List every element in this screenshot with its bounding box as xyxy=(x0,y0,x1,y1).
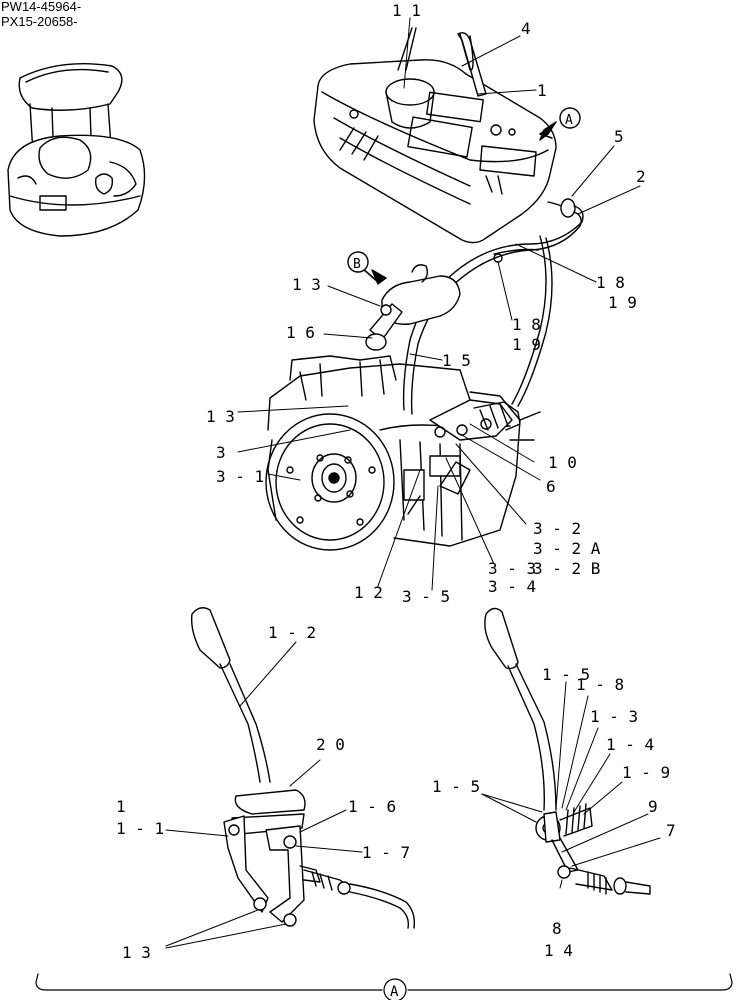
callout-5: 5 xyxy=(614,127,624,146)
callout-1-2: 1 - 2 xyxy=(268,623,316,642)
callout-10: 1 0 xyxy=(548,453,577,472)
callout-3-2a: 3 - 2 A xyxy=(533,539,601,558)
engine-assembly xyxy=(265,355,541,551)
callout-20: 2 0 xyxy=(316,735,345,754)
callout-13-upper: 1 3 xyxy=(292,275,321,294)
view-a-marker-top: A xyxy=(565,113,573,128)
callout-1-5-left: 1 - 5 xyxy=(432,777,480,796)
callout-18-right: 1 8 xyxy=(596,273,625,292)
callout-labels: 1 1 4 1 A 5 2 B 1 3 1 8 1 9 1 6 1 8 1 9 … xyxy=(116,1,676,1000)
travel-lever-right xyxy=(484,607,651,895)
callout-4: 4 xyxy=(521,19,531,38)
callout-3-3: 3 - 3 xyxy=(488,559,536,578)
callout-11: 1 1 xyxy=(392,1,421,20)
callout-12: 1 2 xyxy=(354,583,383,602)
callout-1: 1 xyxy=(537,81,547,100)
callout-3-2b: 3 - 2 B xyxy=(533,559,600,578)
callout-8: 8 xyxy=(552,919,562,938)
callout-1-1: 1 - 1 xyxy=(116,819,164,838)
callout-18-mid: 1 8 xyxy=(512,315,541,334)
cable-bracket-b xyxy=(365,264,461,351)
callout-1-9: 1 - 9 xyxy=(622,763,670,782)
callout-3-5: 3 - 5 xyxy=(402,587,450,606)
callout-1-8: 1 - 8 xyxy=(576,675,624,694)
callout-1-6: 1 - 6 xyxy=(348,797,396,816)
callout-3-4: 3 - 4 xyxy=(488,577,536,596)
callout-13-lower: 1 3 xyxy=(122,943,151,962)
callout-3-1: 3 - 1 xyxy=(216,467,264,486)
leader-lines xyxy=(165,17,661,949)
view-b-marker: B xyxy=(353,257,361,272)
view-a-marker-bottom: A xyxy=(390,984,399,1000)
callout-19-mid: 1 9 xyxy=(512,335,541,354)
serial-number-2: PX15-20658- xyxy=(1,14,78,29)
machine-thumbnail xyxy=(7,63,146,237)
callout-19-right: 1 9 xyxy=(608,293,637,312)
callout-2: 2 xyxy=(636,167,646,186)
callout-3: 3 xyxy=(216,443,226,462)
callout-1-5-top: 1 - 5 xyxy=(542,665,590,684)
serial-number-1: PW14-45964- xyxy=(1,0,82,14)
callout-14: 1 4 xyxy=(544,941,573,960)
callout-1-3: 1 - 3 xyxy=(590,707,638,726)
callout-15: 1 5 xyxy=(442,351,471,370)
control-console xyxy=(313,27,557,244)
callout-7: 7 xyxy=(666,821,676,840)
callout-16: 1 6 xyxy=(286,323,315,342)
callout-3-2: 3 - 2 xyxy=(533,519,581,538)
callout-1-left: 1 xyxy=(116,797,126,816)
callout-1-7: 1 - 7 xyxy=(362,843,410,862)
callout-1-4: 1 - 4 xyxy=(606,735,654,754)
callout-6: 6 xyxy=(546,477,556,496)
travel-lever-left xyxy=(190,607,416,929)
callout-9: 9 xyxy=(648,797,658,816)
callout-13-middle: 1 3 xyxy=(206,407,235,426)
